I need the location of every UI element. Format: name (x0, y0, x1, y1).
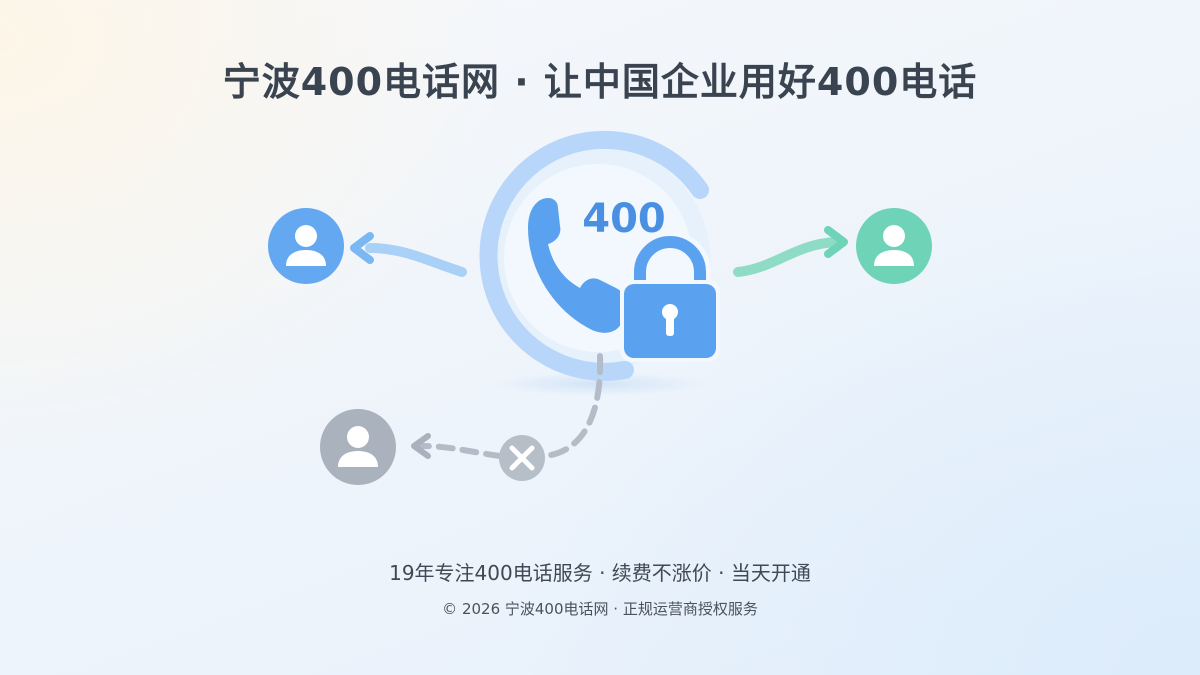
close-icon (499, 435, 545, 481)
user-icon (320, 409, 396, 485)
blocked-flow-line (419, 443, 503, 459)
right-flow-line (733, 237, 841, 277)
copyright-notice: © 2026 宁波400电话网 · 正规运营商授权服务 (442, 600, 758, 618)
service-tagline: 19年专注400电话服务 · 续费不涨价 · 当天开通 (389, 561, 811, 585)
arrow-icon (411, 433, 431, 459)
user-icon (268, 208, 344, 284)
left-flow-line (365, 243, 467, 277)
lock-icon (620, 231, 720, 362)
arrow-icon (824, 226, 848, 258)
phone-icon (528, 198, 627, 333)
arrow-icon (350, 232, 374, 264)
blocked-flow-line (542, 353, 604, 459)
user-icon (856, 208, 932, 284)
badge-number: 400 (582, 196, 666, 242)
page-title: 宁波400电话网 · 让中国企业用好400电话 (222, 60, 978, 104)
